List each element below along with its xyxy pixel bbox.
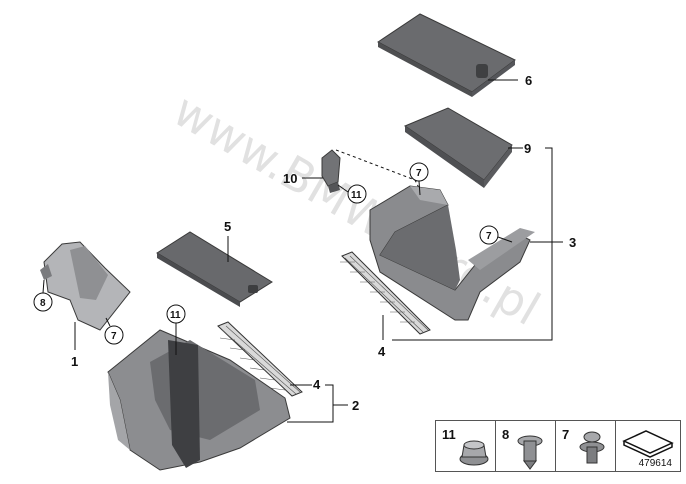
leader-7-left — [105, 317, 111, 327]
callout-2: 2 — [352, 398, 359, 413]
circled-7-right-label: 7 — [486, 231, 492, 242]
part-5-cover — [156, 231, 273, 307]
legend-number-11: 11 — [442, 427, 456, 442]
document-number: 479614 — [638, 458, 672, 469]
part-10-bracket — [321, 149, 341, 193]
leader-8 — [42, 279, 45, 294]
rivet-icon — [579, 431, 605, 464]
part-2-box — [107, 329, 291, 471]
bracket-9-4 — [440, 147, 553, 341]
legend-cell-11: 11 — [436, 421, 496, 471]
callout-10: 10 — [283, 171, 297, 186]
circled-7-left — [104, 325, 124, 345]
circled-8-label: 8 — [40, 298, 46, 309]
circled-7-upper-label: 7 — [416, 168, 422, 179]
legend-number-8: 8 — [502, 427, 510, 442]
callout-6: 6 — [525, 73, 532, 88]
leader-7-upper — [418, 180, 421, 196]
circled-11-upper-label: 11 — [351, 190, 362, 201]
part-6-cover — [377, 13, 516, 97]
document-symbol-icon — [622, 430, 674, 458]
callout-5: 5 — [224, 219, 231, 234]
part-4-net-left — [217, 321, 303, 397]
legend-cell-symbol: 479614 — [616, 421, 680, 471]
clip-icon — [517, 435, 543, 470]
legend-number-7: 7 — [562, 427, 570, 442]
circled-7-left-label: 7 — [111, 331, 117, 342]
leader-7-right — [497, 236, 513, 243]
dashed-guide-10 — [335, 149, 421, 191]
legend-cell-8: 8 — [496, 421, 556, 471]
nut-icon — [459, 440, 489, 466]
bracket-2-lower — [287, 405, 334, 423]
legend-cell-7: 7 — [556, 421, 616, 471]
part-4-net-right — [340, 251, 431, 335]
callout-9: 9 — [524, 141, 531, 156]
part-1-bracket — [40, 241, 131, 331]
leader-11-upper — [337, 184, 349, 193]
bracket-2 — [325, 384, 348, 406]
callout-1: 1 — [71, 354, 78, 369]
part-3-tray — [369, 185, 535, 321]
watermark: www.BMWstore.pl — [165, 83, 550, 336]
fastener-legend: 11 8 7 479614 — [435, 420, 681, 472]
callout-4-left: 4 — [313, 377, 321, 392]
circled-7-right — [479, 225, 499, 245]
circled-11-upper — [347, 184, 367, 204]
callout-4-right: 4 — [378, 344, 386, 359]
callout-3: 3 — [569, 235, 576, 250]
circled-11-lower-label: 11 — [170, 310, 181, 321]
part-9-insert — [403, 107, 513, 188]
